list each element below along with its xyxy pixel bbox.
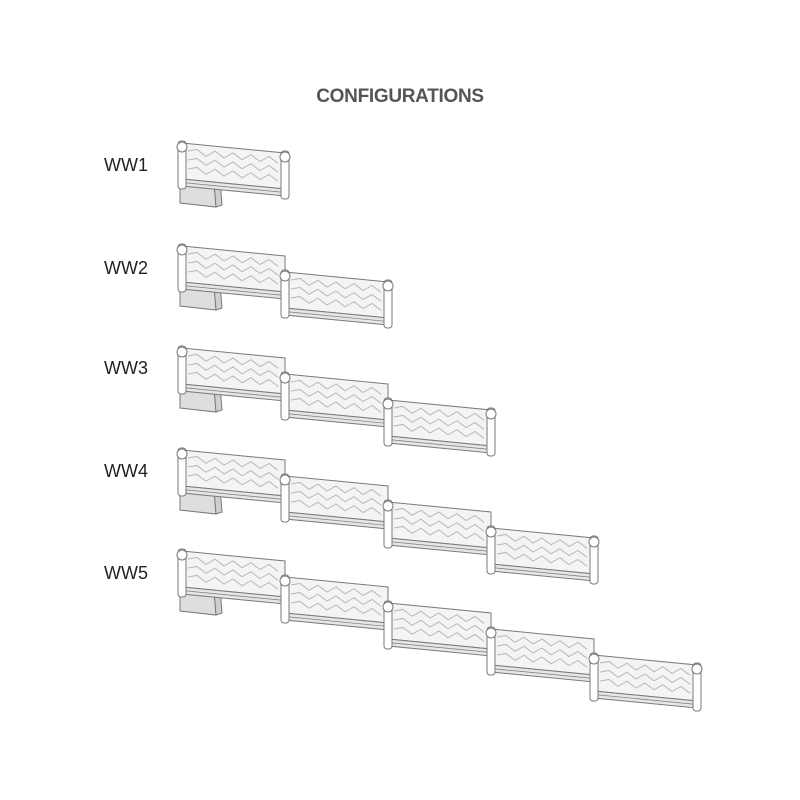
water-wall-module: [382, 499, 492, 556]
post-cap: [485, 526, 497, 538]
post-cap: [279, 151, 291, 163]
page-title: CONFIGURATIONS: [316, 86, 484, 107]
water-wall-module: [279, 371, 389, 428]
post-cap: [279, 270, 291, 282]
end-post: [280, 269, 290, 319]
assembly-ww5: [176, 548, 703, 712]
end-post: [383, 397, 393, 447]
post-cap: [279, 372, 291, 384]
config-label-ww2: WW2: [104, 258, 148, 278]
trough-line: [181, 182, 286, 193]
post-cap: [588, 536, 600, 548]
post-cap: [279, 575, 291, 587]
post-cap: [279, 474, 291, 486]
post-cap: [382, 280, 394, 292]
water-wall-module: [485, 525, 595, 582]
assembly-ww2: [176, 243, 394, 329]
config-label-ww1: WW1: [104, 155, 148, 175]
end-post: [177, 345, 187, 395]
trough-line: [593, 694, 698, 705]
end-post: [486, 525, 496, 575]
water-texture: [290, 582, 382, 616]
trough-line: [284, 311, 389, 322]
end-post: [692, 662, 702, 712]
water-wall-module: [382, 600, 492, 657]
water-texture: [290, 481, 382, 515]
trough-line: [490, 668, 595, 679]
end-post: [589, 652, 599, 702]
post-cap: [176, 549, 188, 561]
trough-line: [490, 567, 595, 578]
assembly-ww3: [176, 345, 497, 457]
end-post: [280, 371, 290, 421]
water-wall-module: [176, 243, 286, 300]
post-cap: [485, 408, 497, 420]
water-wall-module: [279, 269, 389, 326]
trough-line: [284, 515, 389, 526]
water-texture: [187, 251, 279, 285]
trough-line: [387, 439, 492, 450]
end-post: [280, 574, 290, 624]
water-wall-module: [279, 574, 389, 631]
end-post: [383, 600, 393, 650]
water-texture: [290, 277, 382, 311]
end-post: [177, 548, 187, 598]
post-cap: [588, 653, 600, 665]
water-wall-module: [176, 548, 286, 605]
post-cap: [176, 141, 188, 153]
water-texture: [393, 405, 485, 439]
water-wall-module: [485, 626, 595, 683]
trough-line: [181, 489, 286, 500]
water-texture: [393, 507, 485, 541]
water-texture: [187, 556, 279, 590]
water-texture: [187, 353, 279, 387]
end-post: [280, 473, 290, 523]
post-cap: [176, 346, 188, 358]
config-label-ww5: WW5: [104, 563, 148, 583]
water-texture: [599, 660, 691, 694]
post-cap: [382, 500, 394, 512]
post-cap: [691, 663, 703, 675]
trough-line: [181, 387, 286, 398]
trough-line: [387, 642, 492, 653]
config-label-ww4: WW4: [104, 461, 148, 481]
end-post: [177, 243, 187, 293]
post-cap: [485, 627, 497, 639]
water-wall-module: [279, 473, 389, 530]
config-label-ww3: WW3: [104, 358, 148, 378]
water-wall-module: [176, 447, 286, 504]
post-cap: [176, 448, 188, 460]
water-texture: [496, 533, 588, 567]
water-texture: [290, 379, 382, 413]
assembly-ww1: [176, 140, 291, 208]
end-post: [383, 279, 393, 329]
end-post: [177, 140, 187, 190]
post-cap: [382, 601, 394, 613]
water-texture: [187, 148, 279, 182]
water-wall-module: [382, 397, 492, 454]
trough-line: [387, 541, 492, 552]
assembly-ww4: [176, 447, 600, 585]
water-texture: [496, 634, 588, 668]
end-post: [589, 535, 599, 585]
water-texture: [393, 608, 485, 642]
water-wall-module: [588, 652, 698, 709]
water-texture: [187, 455, 279, 489]
trough-line: [181, 590, 286, 601]
post-cap: [382, 398, 394, 410]
water-wall-module: [176, 345, 286, 402]
post-cap: [176, 244, 188, 256]
end-post: [383, 499, 393, 549]
end-post: [486, 626, 496, 676]
end-post: [486, 407, 496, 457]
trough-line: [181, 285, 286, 296]
end-post: [280, 150, 290, 200]
trough-line: [284, 413, 389, 424]
trough-line: [284, 616, 389, 627]
end-post: [177, 447, 187, 497]
